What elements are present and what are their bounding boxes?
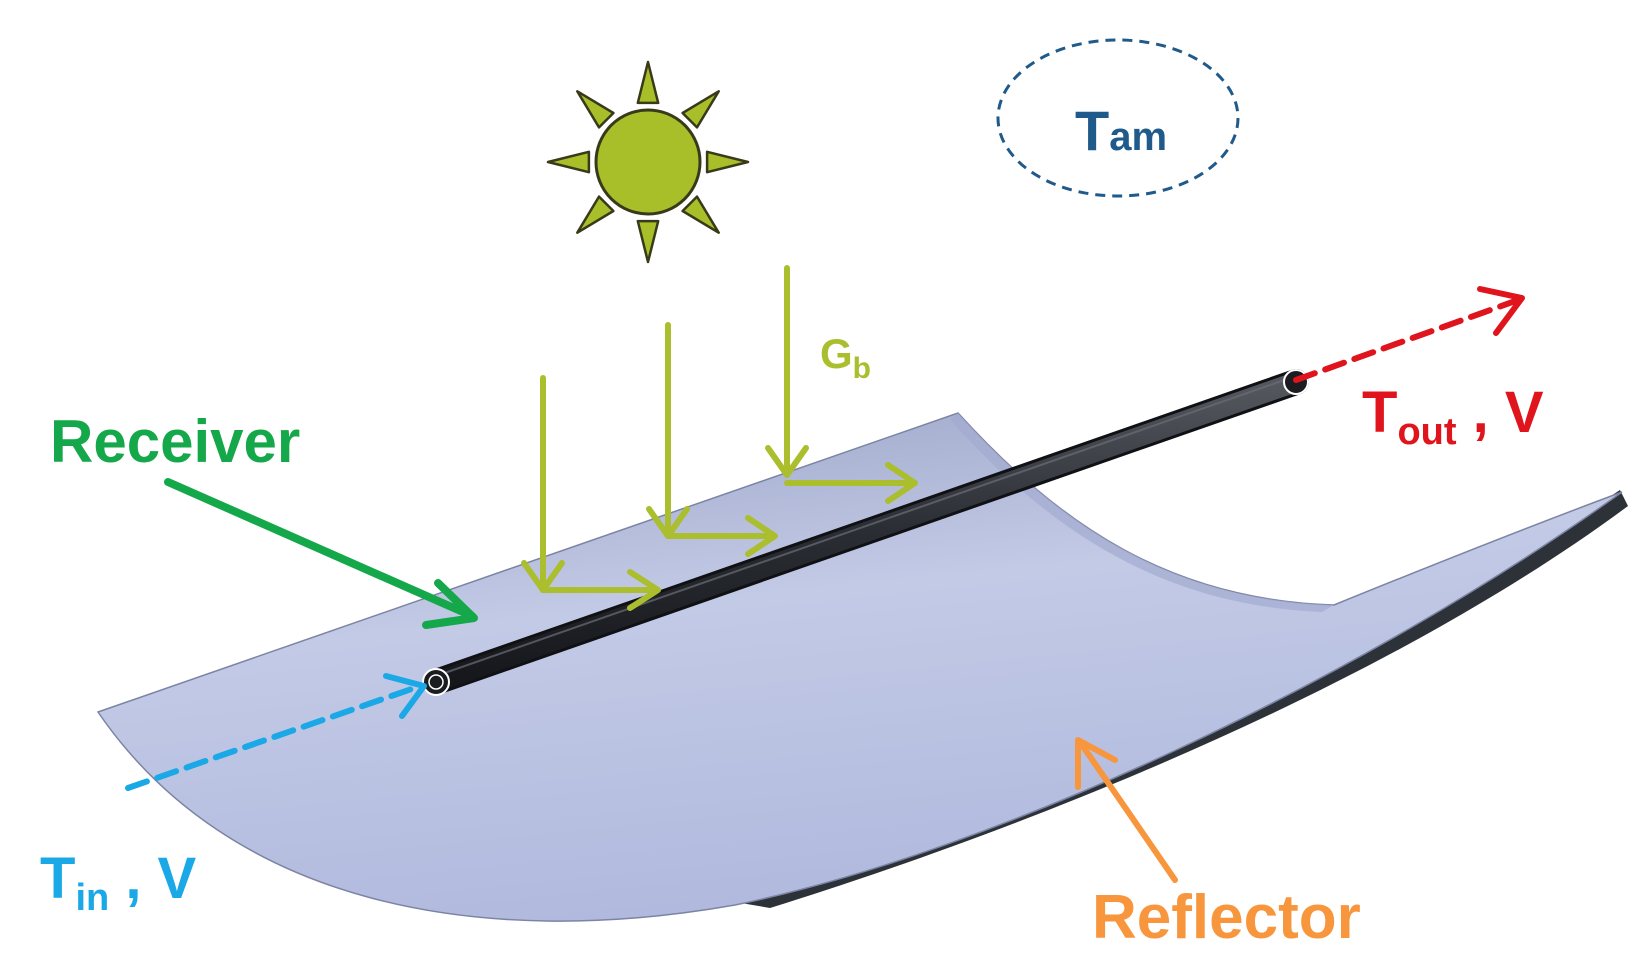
reflector-label: Reflector (1092, 883, 1361, 952)
sun-ray (546, 150, 591, 174)
reflector-pointer-arrow (1075, 737, 1178, 883)
sun-icon (546, 60, 750, 264)
reflector-trough (96, 412, 1628, 922)
sun-ray (576, 195, 615, 234)
sun-ray (705, 150, 750, 174)
sun-ray (576, 90, 615, 129)
inlet-flow-arrow (125, 673, 427, 791)
beam-radiation-arrows (521, 265, 918, 611)
receiver-tube (422, 369, 1309, 696)
sun-ray (636, 219, 660, 264)
sun-ray (681, 90, 720, 129)
beam-irradiance-label: Gb (820, 330, 871, 385)
sun-ray (636, 60, 660, 105)
receiver-inlet-end (422, 668, 450, 696)
outlet-flow-arrow (1293, 286, 1525, 383)
receiver-pointer-arrow (164, 478, 478, 629)
outlet-label: Tout , V (1362, 380, 1544, 453)
ambient-ellipse (996, 38, 1240, 198)
reflector-surface (96, 412, 1623, 922)
sun-ray (681, 195, 720, 234)
inlet-label: Tin , V (40, 846, 197, 919)
ambient-temperature-label: Tam (1075, 99, 1167, 162)
receiver-label: Receiver (50, 408, 300, 475)
